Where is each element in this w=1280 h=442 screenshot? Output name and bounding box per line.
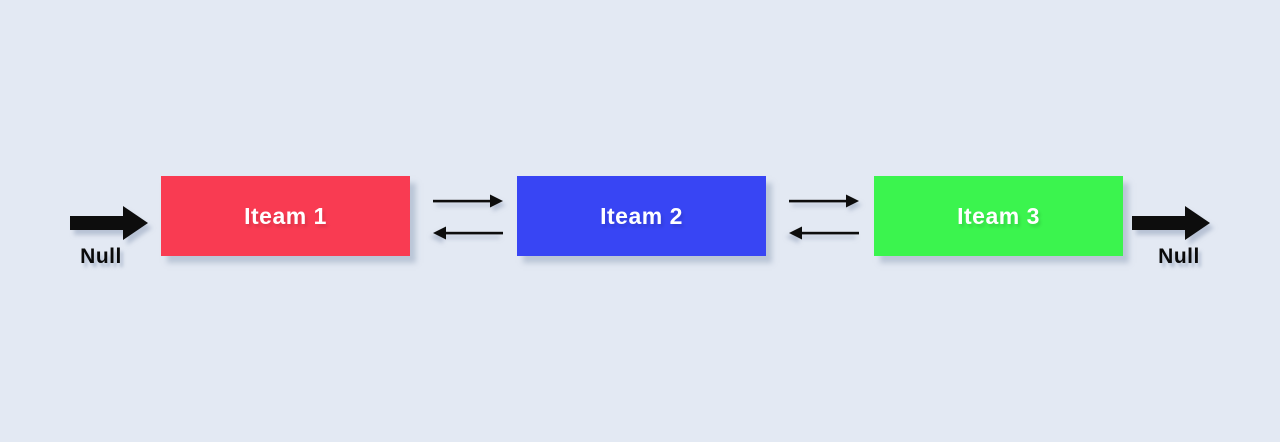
node-label-2: Iteam 2 — [600, 202, 683, 229]
thick-arrow-right-icon — [1132, 206, 1210, 240]
node-item-2: Iteam 2 — [517, 176, 766, 256]
node-label-1: Iteam 1 — [244, 202, 327, 229]
node-item-3: Iteam 3 — [874, 176, 1123, 256]
null-label-right: Null — [1158, 245, 1200, 268]
thin-arrow-left-icon — [789, 226, 859, 240]
null-label-left: Null — [80, 245, 122, 268]
thin-arrow-right-icon — [789, 194, 859, 208]
thin-arrow-right-icon — [433, 194, 503, 208]
node-label-3: Iteam 3 — [957, 202, 1040, 229]
node-item-1: Iteam 1 — [161, 176, 410, 256]
thick-arrow-right-icon — [70, 206, 148, 240]
thin-arrow-left-icon — [433, 226, 503, 240]
